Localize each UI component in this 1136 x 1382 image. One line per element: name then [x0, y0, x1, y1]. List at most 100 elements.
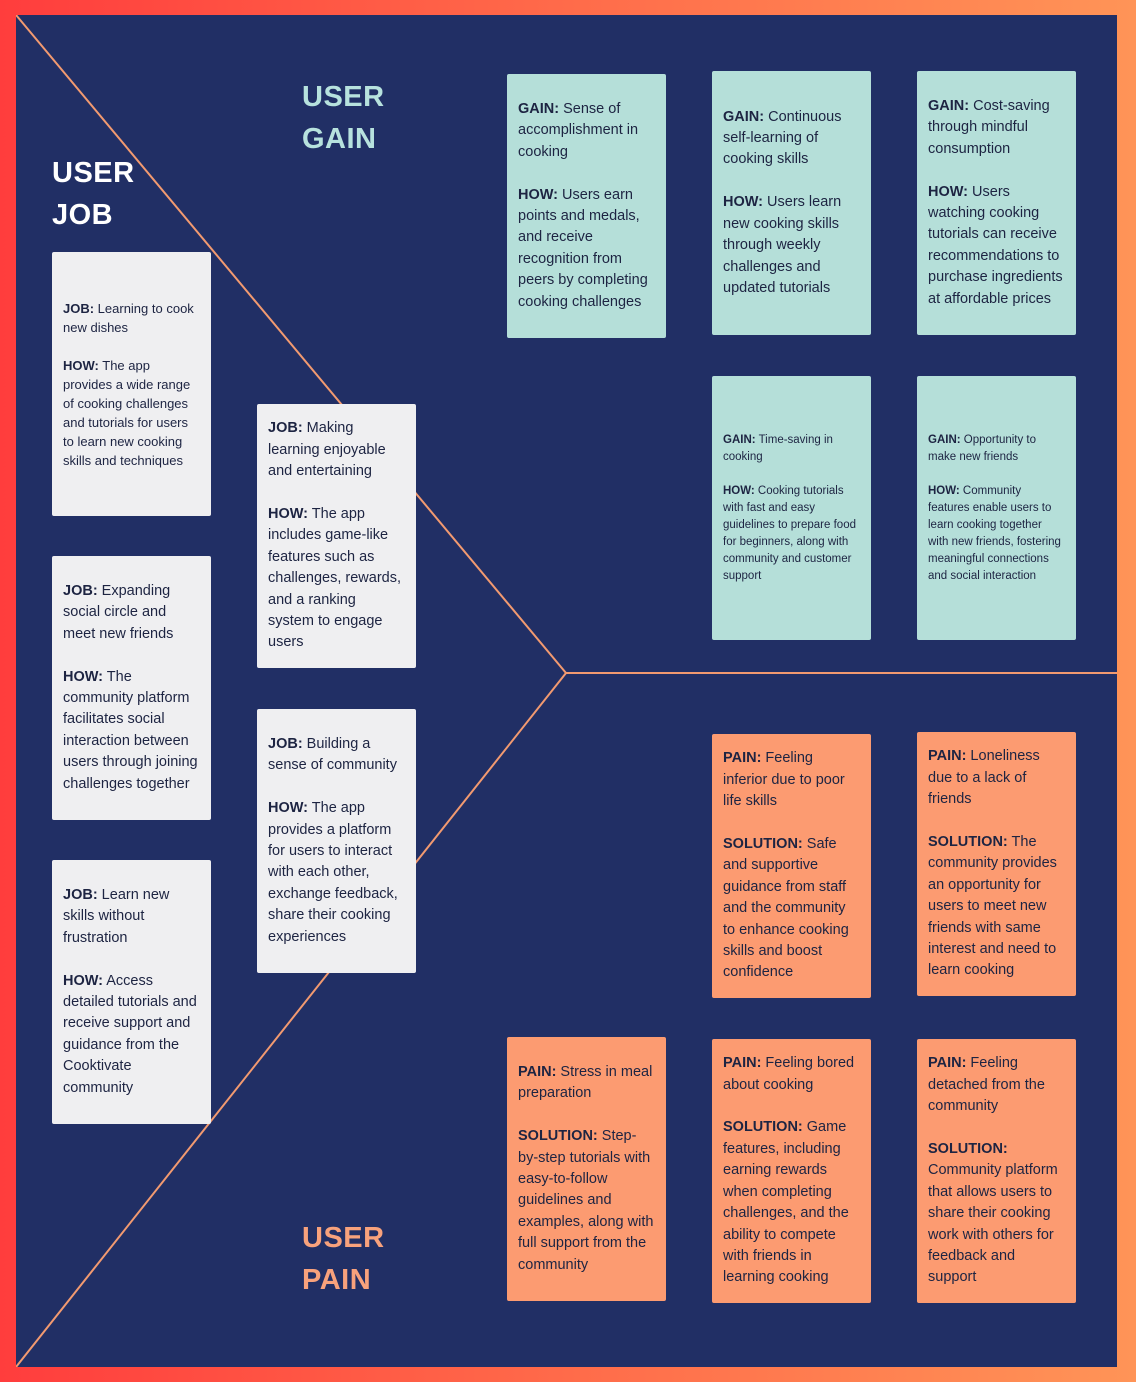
gain-card-cost-saving: GAIN: Cost-saving through mindful consum… — [917, 71, 1076, 335]
user-gain-heading: USER GAIN — [302, 81, 385, 155]
solution-key: SOLUTION: — [723, 1119, 803, 1136]
how-key: HOW: — [268, 800, 309, 817]
fishbone-lines — [16, 15, 1117, 1367]
pain-key: PAIN: — [518, 1063, 557, 1080]
how-text: Users learn new cooking skills through w… — [723, 194, 842, 296]
solution-statement: SOLUTION: Community platform that allows… — [928, 1139, 1064, 1289]
how-statement: HOW: The app provides a wide range of co… — [63, 356, 199, 470]
solution-statement: SOLUTION: Safe and supportive guidance f… — [723, 834, 859, 984]
job-text: Learn new skills without frustration — [63, 886, 170, 946]
pain-statement: PAIN: Loneliness due to a lack of friend… — [928, 746, 1064, 810]
job-text: Learning to cook new dishes — [63, 300, 194, 335]
user-pain-heading: USER PAIN — [302, 1222, 385, 1296]
solution-text: Game features, including earning rewards… — [723, 1119, 849, 1286]
lower-diagonal-line — [16, 672, 567, 1367]
how-text: The community platform facilitates socia… — [63, 668, 198, 792]
job-text: Making learning enjoyable and entertaini… — [268, 420, 386, 480]
how-key: HOW: — [63, 972, 104, 989]
solution-key: SOLUTION: — [518, 1128, 598, 1145]
gain-key: GAIN: — [723, 433, 756, 446]
how-statement: HOW: Users earn points and medals, and r… — [518, 185, 654, 313]
how-key: HOW: — [928, 484, 960, 497]
how-statement: HOW: The app includes game-like features… — [268, 504, 404, 654]
pain-statement: PAIN: Feeling inferior due to poor life … — [723, 748, 859, 812]
how-text: Users watching cooking tutorials can rec… — [928, 183, 1063, 307]
job-statement: JOB: Expanding social circle and meet ne… — [63, 581, 199, 645]
job-card-expanding-social-circle: JOB: Expanding social circle and meet ne… — [52, 556, 211, 820]
how-statement: HOW: Access detailed tutorials and recei… — [63, 971, 199, 1099]
pain-card-detached-from-community: PAIN: Feeling detached from the communit… — [917, 1039, 1076, 1303]
job-card-learn-without-frustration: JOB: Learn new skills without frustratio… — [52, 860, 211, 1124]
pain-text: Feeling inferior due to poor life skills — [723, 750, 845, 810]
job-text: Building a sense of community — [268, 735, 397, 774]
solution-text: The community provides an opportunity fo… — [928, 833, 1057, 979]
pain-text: Feeling detached from the community — [928, 1055, 1045, 1115]
how-text: The app includes game-like features such… — [268, 505, 401, 651]
gain-statement: GAIN: Opportunity to make new friends — [928, 432, 1064, 466]
job-key: JOB: — [63, 582, 98, 599]
gain-card-continuous-self-learning: GAIN: Continuous self-learning of cookin… — [712, 71, 871, 335]
solution-key: SOLUTION: — [723, 835, 803, 852]
how-text: Cooking tutorials with fast and easy gui… — [723, 484, 856, 582]
gain-text: Time-saving in cooking — [723, 433, 833, 463]
how-statement: HOW: The app provides a platform for use… — [268, 798, 404, 948]
job-statement: JOB: Making learning enjoyable and enter… — [268, 418, 404, 482]
pain-card-meal-preparation-stress: PAIN: Stress in meal preparation SOLUTIO… — [507, 1037, 666, 1301]
job-statement: JOB: Building a sense of community — [268, 734, 404, 777]
solution-statement: SOLUTION: The community provides an oppo… — [928, 832, 1064, 982]
how-text: Users earn points and medals, and receiv… — [518, 186, 648, 310]
pain-statement: PAIN: Stress in meal preparation — [518, 1062, 654, 1105]
solution-text: Community platform that allows users to … — [928, 1162, 1058, 1286]
how-key: HOW: — [63, 668, 104, 685]
pain-key: PAIN: — [723, 750, 762, 767]
pain-text: Feeling bored about cooking — [723, 1055, 855, 1093]
solution-text: Safe and supportive guidance from staff … — [723, 835, 849, 981]
how-key: HOW: — [268, 505, 309, 522]
solution-statement: SOLUTION: Step-by-step tutorials with ea… — [518, 1126, 654, 1276]
gain-key: GAIN: — [723, 108, 765, 125]
upper-diagonal-line — [16, 15, 567, 674]
job-text: Expanding social circle and meet new fri… — [63, 582, 174, 642]
gain-text: Continuous self-learning of cooking skil… — [723, 108, 842, 168]
pain-key: PAIN: — [723, 1055, 762, 1072]
gain-text: Cost-saving through mindful consumption — [928, 97, 1050, 157]
how-text: The app provides a wide range of cooking… — [63, 357, 191, 468]
gain-key: GAIN: — [518, 100, 560, 117]
gain-statement: GAIN: Continuous self-learning of cookin… — [723, 107, 859, 171]
how-text: Community features enable users to learn… — [928, 484, 1061, 582]
gain-statement: GAIN: Cost-saving through mindful consum… — [928, 96, 1064, 160]
how-statement: HOW: Users learn new cooking skills thro… — [723, 192, 859, 299]
how-key: HOW: — [723, 194, 764, 211]
pain-key: PAIN: — [928, 1055, 967, 1072]
pain-statement: PAIN: Feeling detached from the communit… — [928, 1053, 1064, 1117]
job-key: JOB: — [268, 420, 303, 437]
pain-card-loneliness: PAIN: Loneliness due to a lack of friend… — [917, 732, 1076, 996]
how-text: Access detailed tutorials and receive su… — [63, 972, 197, 1096]
job-key: JOB: — [63, 886, 98, 903]
gain-text: Sense of accomplishment in cooking — [518, 100, 639, 160]
solution-text: Step-by-step tutorials with easy-to-foll… — [518, 1128, 654, 1273]
how-key: HOW: — [63, 357, 99, 373]
solution-key: SOLUTION: — [928, 833, 1008, 850]
how-statement: HOW: Cooking tutorials with fast and eas… — [723, 483, 859, 585]
gain-key: GAIN: — [928, 433, 961, 446]
gain-statement: GAIN: Sense of accomplishment in cooking — [518, 99, 654, 163]
how-key: HOW: — [723, 484, 755, 497]
pain-key: PAIN: — [928, 748, 967, 765]
user-job-heading: USER JOB — [52, 157, 135, 231]
job-card-building-community: JOB: Building a sense of community HOW: … — [257, 709, 416, 973]
how-key: HOW: — [928, 183, 969, 200]
gain-card-new-friends: GAIN: Opportunity to make new friends HO… — [917, 376, 1076, 640]
how-text: The app provides a platform for users to… — [268, 800, 398, 945]
how-statement: HOW: The community platform facilitates … — [63, 667, 199, 795]
job-statement: JOB: Learn new skills without frustratio… — [63, 885, 199, 949]
job-key: JOB: — [63, 300, 95, 316]
solution-statement: SOLUTION: Game features, including earni… — [723, 1117, 859, 1288]
job-card-learning-to-cook: JOB: Learning to cook new dishes HOW: Th… — [52, 252, 211, 516]
pain-text: Stress in meal preparation — [518, 1063, 653, 1102]
pain-text: Loneliness due to a lack of friends — [928, 748, 1040, 808]
job-statement: JOB: Learning to cook new dishes — [63, 299, 199, 337]
solution-key: SOLUTION: — [928, 1140, 1008, 1157]
value-proposition-canvas: USER JOB USER GAIN USER PAIN JOB: Learni… — [16, 15, 1117, 1367]
pain-card-bored-about-cooking: PAIN: Feeling bored about cooking SOLUTI… — [712, 1039, 871, 1303]
